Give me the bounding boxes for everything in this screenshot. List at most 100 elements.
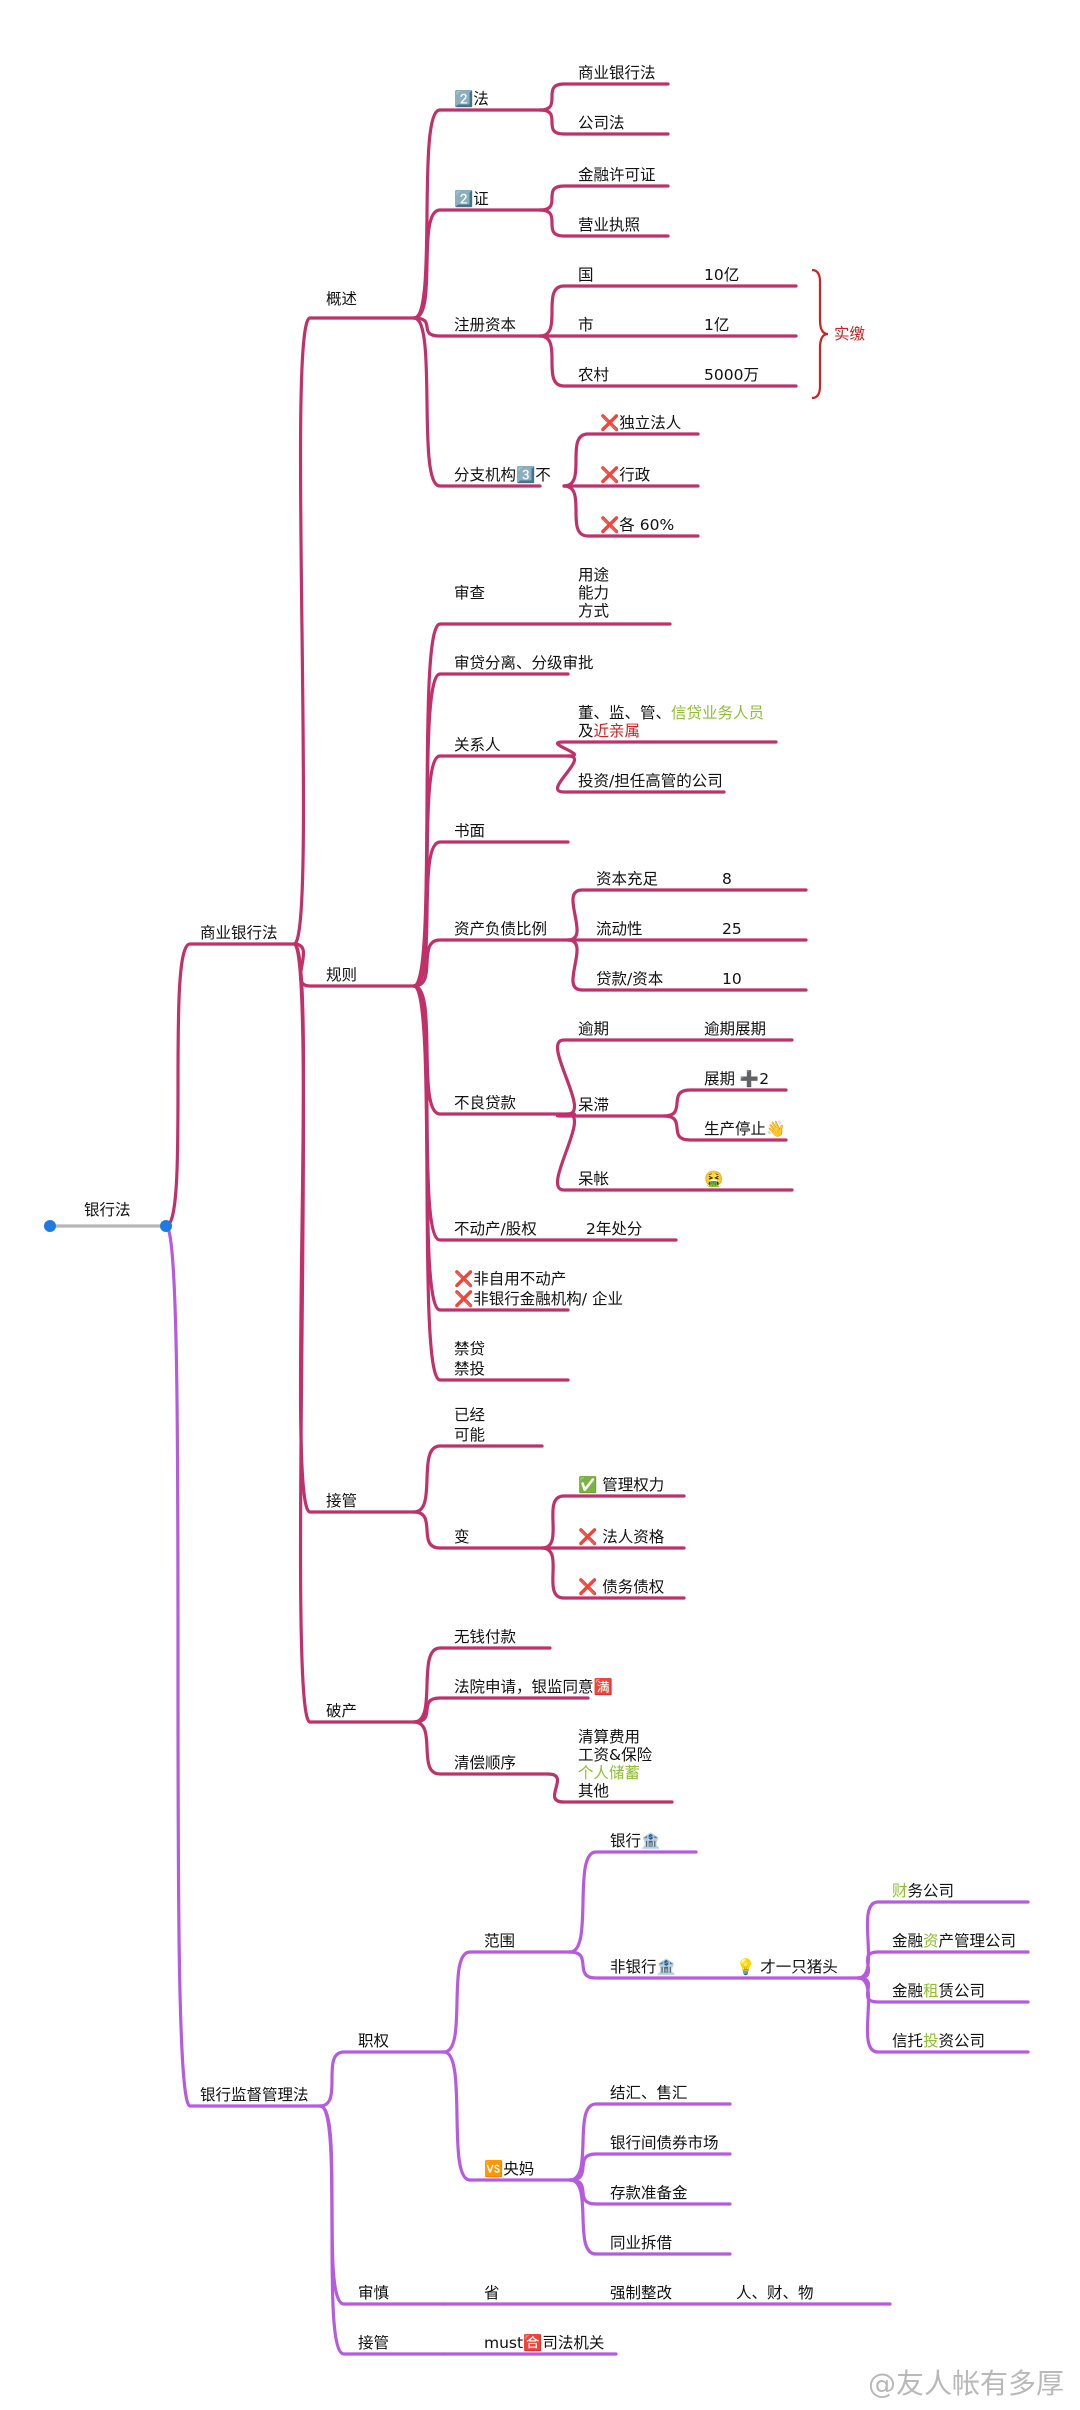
leaf-no-60: ❌各 60% [600, 515, 674, 534]
leaf-fx-settlement: 结汇、售汇 [610, 2084, 688, 2102]
leaf-interbank-bond: 银行间债券市场 [610, 2134, 719, 2152]
node-non-self-use: ❌非自用不动产 [454, 1269, 566, 1288]
node-prudence: 审慎 [358, 2284, 390, 2302]
leaf-no-legal-person: ❌独立法人 [600, 413, 681, 432]
link-order [412, 1720, 550, 1776]
leaf-loan-capital-value: 10 [722, 970, 742, 988]
leaf-capital-state: 国 [578, 266, 594, 284]
leaf-bad-debt-emoji: 🤮 [704, 1170, 723, 1188]
node-review: 审查 [454, 584, 485, 602]
link-stop [662, 1114, 788, 1142]
link-law-b [538, 108, 670, 136]
node-related-party: 关系人 [454, 736, 501, 754]
leaf-related-relatives: 及近亲属 [578, 722, 640, 740]
asset-mgmt-b: 产管理公司 [939, 1932, 1017, 1950]
link-company-1 [856, 1950, 1030, 1980]
leasing-a: 金融 [892, 1982, 923, 2000]
leasing-hl: 租 [923, 1982, 939, 2000]
link-baddebt [556, 1112, 794, 1192]
link-cap-0 [538, 284, 798, 338]
link-central [442, 2050, 572, 2182]
leaf-liquidation-cost: 清算费用 [578, 1727, 640, 1746]
asset-mgmt-a: 金融 [892, 1932, 923, 1950]
link-supervision-takeover [318, 2104, 446, 2356]
link-bank [568, 1850, 698, 1954]
curly-brace [811, 268, 829, 400]
leaf-debts-claims: ❌ 债务债权 [578, 1577, 664, 1596]
link-ban [412, 984, 570, 1382]
leaf-sluggish: 呆滞 [578, 1096, 609, 1114]
node-loan-separation: 审贷分离、分级审批 [454, 654, 594, 672]
leaf-capital-city: 市 [578, 316, 594, 334]
trust-hl: 投 [923, 2032, 939, 2050]
node-two-laws: 2️⃣法 [454, 89, 489, 108]
node-commercial-bank-law: 商业银行法 [200, 924, 278, 942]
link-company-0 [856, 1900, 1030, 1980]
link-licenses [412, 208, 542, 320]
leaf-finance-license: 金融许可证 [578, 166, 656, 184]
leaf-capital-state-value: 10亿 [704, 266, 739, 284]
leaf-interbank-lending: 同业拆借 [610, 2234, 672, 2252]
leaf-wages-insurance: 工资&保险 [578, 1746, 653, 1764]
root-label: 银行法 [84, 1201, 131, 1219]
branch-links [48, 82, 1030, 2356]
leaf-capital-city-value: 1亿 [704, 316, 729, 334]
leaf-review-method: 方式 [578, 602, 609, 620]
leaf-bank-law: 商业银行法 [578, 64, 656, 82]
leaf-liquidity: 流动性 [596, 920, 643, 938]
link-related [412, 754, 570, 988]
node-written: 书面 [454, 822, 485, 840]
link-overdue [556, 1038, 794, 1116]
leaf-personal-savings: 个人储蓄 [578, 1764, 640, 1782]
leaf-leasing: 金融租赁公司 [892, 1982, 985, 2000]
node-takeover: 接管 [326, 1492, 357, 1510]
link-takeover [292, 942, 416, 1514]
leaf-review-ability: 能力 [578, 584, 609, 602]
leaf-business-license: 营业执照 [578, 216, 640, 234]
leaf-must-judicial: must🈴司法机关 [484, 2333, 604, 2352]
leaf-already: 已经 [454, 1406, 485, 1424]
link-branch-2 [562, 484, 700, 538]
leaf-no-money: 无钱付款 [454, 1628, 517, 1646]
node-two-licenses: 2️⃣证 [454, 189, 489, 208]
link-nonbank [568, 1950, 860, 1980]
leaf-management-power: ✅ 管理权力 [578, 1475, 664, 1494]
link-non-self [412, 984, 570, 1312]
leaf-liquidity-value: 25 [722, 920, 742, 938]
node-overview: 概述 [326, 290, 357, 308]
link-change-0 [540, 1494, 686, 1550]
leaf-capital-adequacy-value: 8 [722, 870, 732, 888]
leaf-related-company: 投资/担任高管的公司 [578, 772, 723, 790]
node-asset-liability-ratio: 资产负债比例 [454, 920, 547, 938]
link-bankruptcy [292, 942, 416, 1724]
link-change [412, 1510, 544, 1550]
link-change-2 [540, 1546, 686, 1600]
node-bankruptcy: 破产 [326, 1702, 357, 1720]
link-commercial [164, 942, 296, 1228]
link-overview [292, 316, 416, 946]
link-lic-b [538, 208, 670, 238]
leaf-legal-status: ❌ 法人资格 [578, 1527, 665, 1546]
leaf-finance-company: 财务公司 [892, 1882, 954, 1900]
link-ratio-0 [566, 888, 808, 942]
link-scope [442, 1950, 572, 2054]
node-change: 变 [454, 1528, 470, 1546]
link-prudence [318, 2104, 446, 2306]
link-lic-a [538, 184, 670, 212]
link-order-leaf [546, 1772, 674, 1804]
leaf-mandatory-rectify: 强制整改 [610, 2284, 672, 2302]
link-court [412, 1696, 590, 1724]
related-directors-text: 董、监、管、 [578, 704, 671, 722]
leaf-possible: 可能 [454, 1426, 485, 1444]
leaf-other: 其他 [578, 1782, 609, 1800]
node-rules: 规则 [326, 966, 357, 984]
leaf-extension-plus-two: 展期 ➕2 [704, 1069, 769, 1088]
leaf-bank: 银行🏦 [610, 1831, 660, 1850]
leaf-review-use: 用途 [578, 566, 610, 584]
node-repayment-order: 清偿顺序 [454, 1754, 516, 1772]
link-central-1 [568, 2152, 732, 2182]
leaf-capital-adequacy: 资本充足 [596, 870, 658, 888]
link-related-a [555, 740, 778, 758]
leaf-no-admin: ❌行政 [600, 465, 651, 484]
